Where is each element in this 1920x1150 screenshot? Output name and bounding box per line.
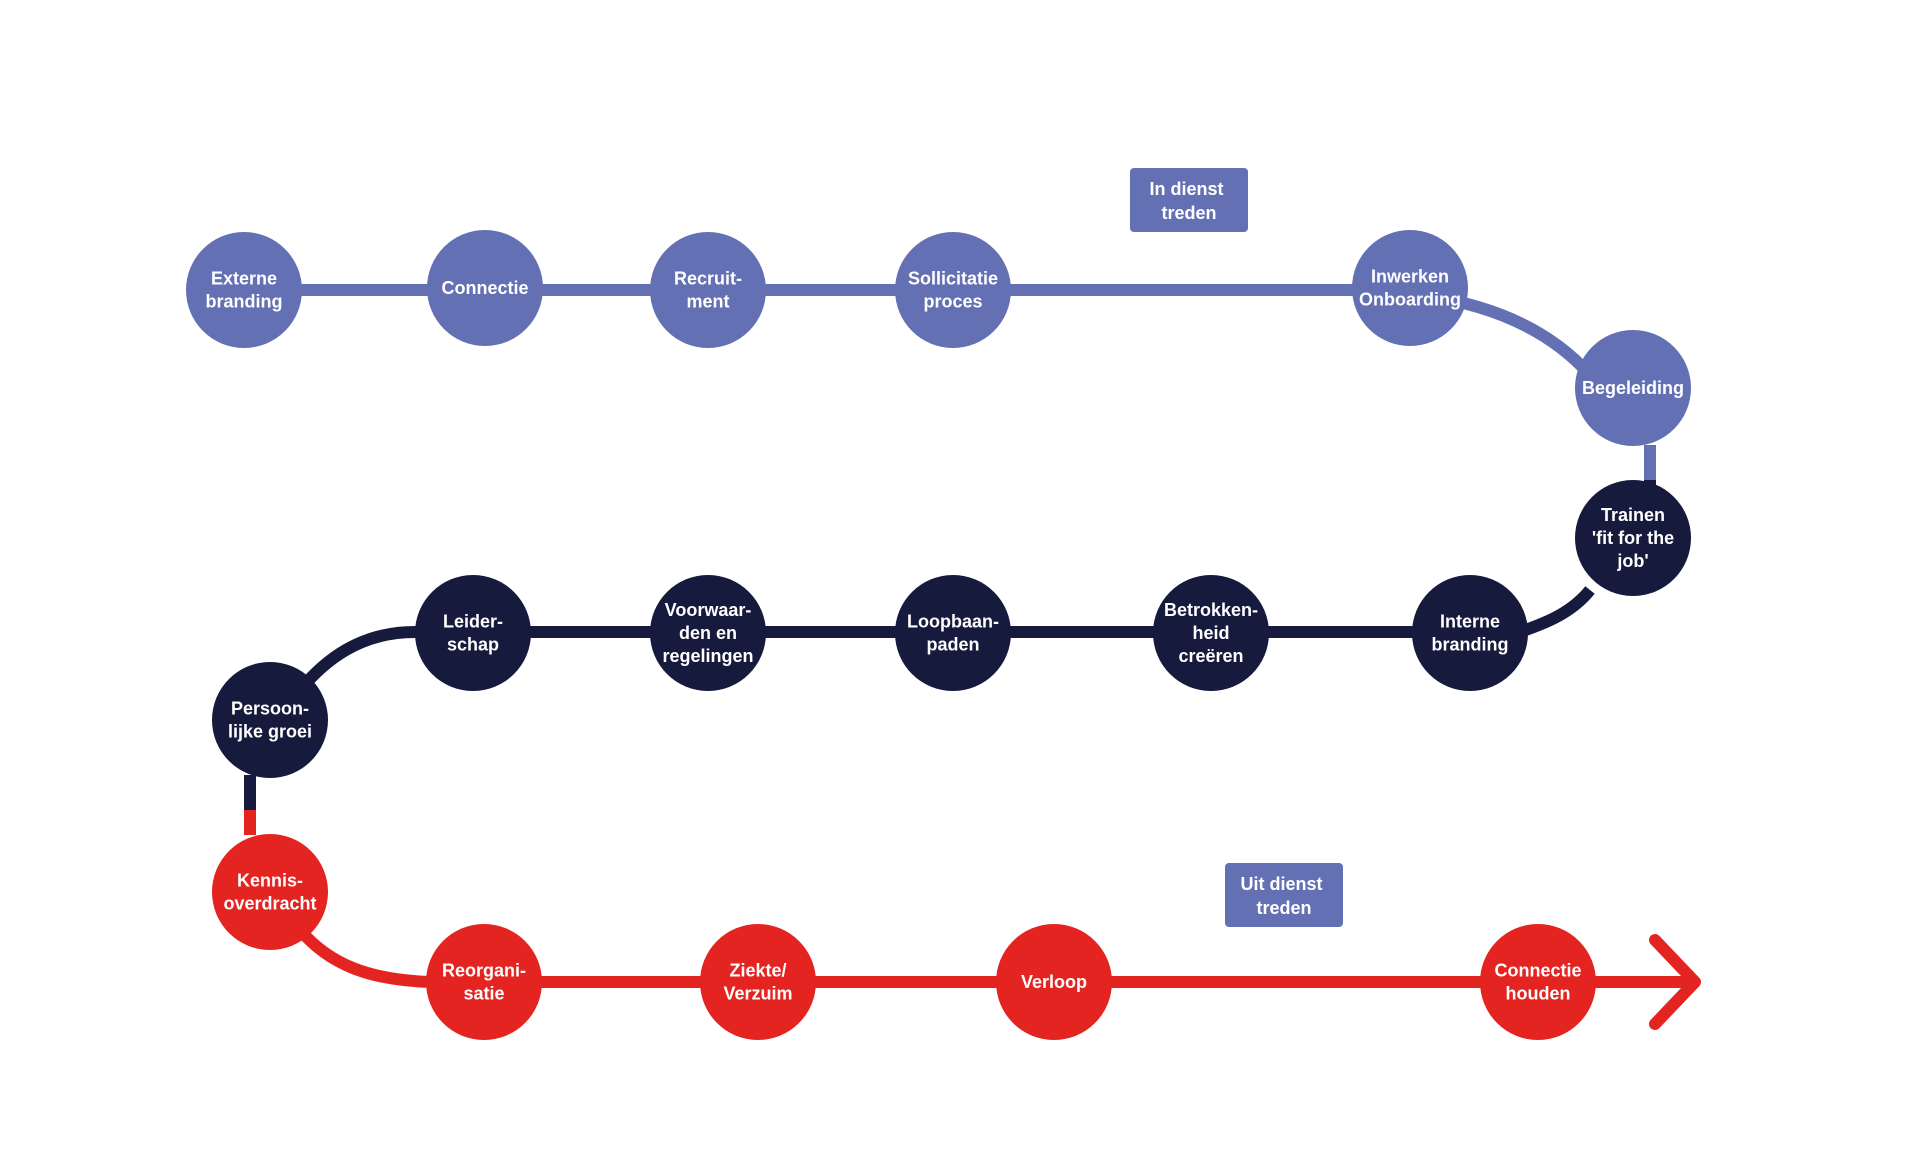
path-segment-out-of-service	[244, 810, 1690, 988]
journey-step: Ziekte/Verzuim	[700, 924, 816, 1040]
step-label: Begeleiding	[1582, 378, 1684, 398]
step-circle	[1352, 230, 1468, 346]
journey-step: Reorgani-satie	[426, 924, 542, 1040]
step-circle	[1575, 480, 1691, 596]
journey-step: Begeleiding	[1575, 330, 1691, 446]
journey-step: Kennis-overdracht	[212, 834, 328, 950]
step-circle	[212, 662, 328, 778]
journey-step: Recruit-ment	[650, 232, 766, 348]
step-label: Connectie	[441, 278, 528, 298]
step-circle	[427, 230, 543, 346]
step-label: Verloop	[1021, 972, 1087, 992]
journey-step: Leider-schap	[415, 575, 531, 691]
step-circle	[895, 575, 1011, 691]
step-label: Recruit-ment	[674, 269, 742, 312]
step-circle	[426, 924, 542, 1040]
step-circle	[212, 834, 328, 950]
svg-text:In dienst treden: In dienst treden	[1149, 179, 1228, 223]
step-circle	[650, 575, 766, 691]
step-circle	[1412, 575, 1528, 691]
tag-uit-dienst: Uit dienst treden	[1225, 863, 1343, 927]
tag-in-dienst-line: In dienst	[1149, 179, 1223, 199]
step-label: Reorgani-satie	[442, 961, 526, 1004]
step-circle	[996, 924, 1112, 1040]
step-circle	[895, 232, 1011, 348]
step-label: Persoon-lijke groei	[228, 699, 312, 742]
journey-step: Loopbaan-paden	[895, 575, 1011, 691]
tag-in-dienst-line: treden	[1161, 203, 1216, 223]
step-circle	[1575, 330, 1691, 446]
svg-text:Uit dienst treden: Uit dienst treden	[1240, 874, 1327, 918]
journey-step: Connectie	[427, 230, 543, 346]
step-circle	[1153, 575, 1269, 691]
step-label: Kennis-overdracht	[223, 871, 316, 914]
step-label: Ziekte/Verzuim	[723, 961, 792, 1004]
step-label: Loopbaan-paden	[907, 612, 999, 655]
step-circle	[650, 232, 766, 348]
journey-step: Verloop	[996, 924, 1112, 1040]
tag-in-dienst: In dienst treden	[1130, 168, 1248, 232]
step-circle	[415, 575, 531, 691]
step-label: Leider-schap	[443, 612, 503, 655]
tag-uit-dienst-line: treden	[1256, 898, 1311, 918]
step-circle	[1480, 924, 1596, 1040]
step-circle	[186, 232, 302, 348]
step-circle	[700, 924, 816, 1040]
tag-uit-dienst-line: Uit dienst	[1240, 874, 1322, 894]
arrow-head-icon	[1649, 934, 1701, 1030]
journey-step: Persoon-lijke groei	[212, 662, 328, 778]
